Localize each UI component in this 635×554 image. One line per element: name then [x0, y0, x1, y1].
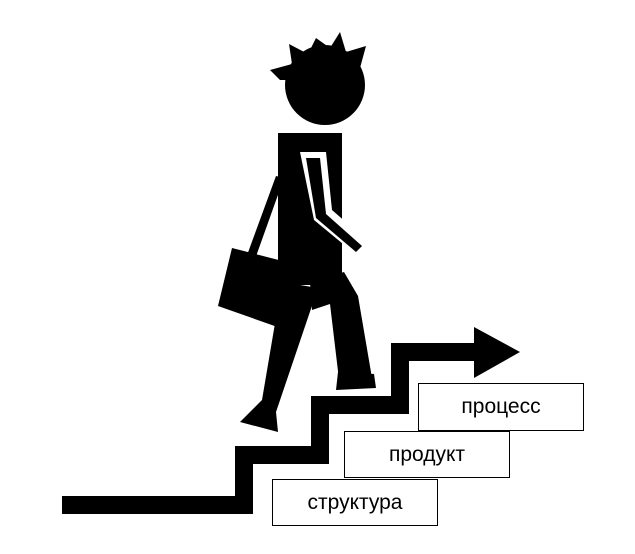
step-product-label: продукт [388, 442, 466, 466]
staircase-arrow-icon [62, 327, 520, 514]
step-process-label: процесс [461, 395, 541, 418]
step-process: процесс [418, 383, 584, 431]
back-leg [240, 282, 318, 432]
step-product: продукт [344, 431, 510, 478]
step-structure-label: структура [307, 490, 403, 514]
bag-strap [246, 176, 284, 262]
head [285, 45, 365, 125]
front-leg [310, 272, 372, 388]
front-foot [336, 372, 376, 390]
walking-person-icon [218, 32, 376, 432]
step-structure: структура [272, 479, 438, 526]
